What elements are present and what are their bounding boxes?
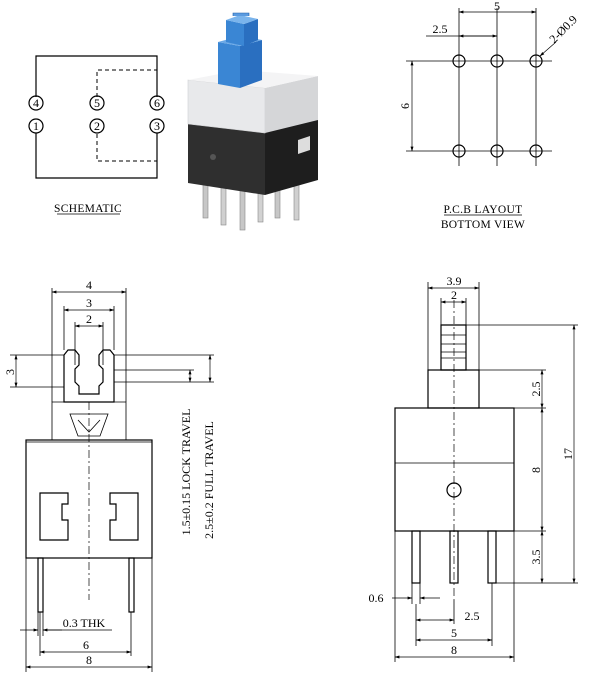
pin-4: 4 bbox=[28, 95, 44, 111]
pin-2: 2 bbox=[89, 118, 105, 134]
pcb-hole bbox=[529, 54, 543, 68]
pin-6: 6 bbox=[149, 95, 165, 111]
side-dim-total-h: 17 bbox=[561, 448, 575, 460]
pcb-dim-hole: 2-Ø0.9 bbox=[546, 12, 580, 46]
side-dim-pitch: 2.5 bbox=[465, 609, 480, 623]
svg-text:4: 4 bbox=[33, 96, 39, 110]
side-dim-cap: 3.9 bbox=[447, 274, 462, 288]
pcb-dim-span: 5 bbox=[494, 0, 500, 13]
side-view: 3.9 2 2.5 8 3.5 17 0.6 2.5 5 bbox=[369, 274, 578, 662]
side-dim-body-w: 8 bbox=[451, 643, 457, 657]
switch-render bbox=[187, 12, 318, 231]
pcb-hole bbox=[490, 54, 504, 68]
front-view: 4 3 2 3 1.5±0.15 LOCK TRAVEL 2.5±0.2 FUL… bbox=[3, 278, 216, 672]
pcb-hole bbox=[490, 144, 504, 158]
schematic: 4 5 6 1 2 3 SCHEMATIC bbox=[28, 55, 165, 215]
svg-text:5: 5 bbox=[94, 96, 100, 110]
side-dim-cap-h: 2.5 bbox=[529, 382, 543, 397]
svg-text:3: 3 bbox=[154, 119, 160, 133]
front-dim-body: 8 bbox=[86, 653, 92, 667]
side-dim-stem: 2 bbox=[451, 288, 457, 302]
render-cap bbox=[218, 12, 262, 88]
side-dim-span: 5 bbox=[451, 626, 457, 640]
pcb-caption-line1: P.C.B LAYOUT bbox=[444, 204, 523, 216]
svg-text:6: 6 bbox=[154, 96, 160, 110]
pcb-dim-row: 6 bbox=[398, 103, 412, 109]
front-dim-total: 4 bbox=[86, 278, 92, 292]
front-dim-height: 3 bbox=[3, 369, 17, 375]
pcb-layout: 5 2.5 6 2-Ø0.9 P.C.B LAYOUT BOTTOM VIEW bbox=[398, 0, 580, 231]
side-dim-pin-len: 3.5 bbox=[529, 550, 543, 565]
front-lock-travel: 1.5±0.15 LOCK TRAVEL bbox=[179, 409, 193, 536]
pcb-hole bbox=[452, 54, 466, 68]
front-dim-slot: 2 bbox=[86, 312, 92, 326]
pcb-caption-line2: BOTTOM VIEW bbox=[441, 219, 525, 231]
front-thk: 0.3 THK bbox=[63, 616, 106, 630]
pcb-hole bbox=[529, 144, 543, 158]
pcb-dim-pitch: 2.5 bbox=[433, 22, 448, 36]
pin-1: 1 bbox=[28, 118, 44, 134]
pcb-hole bbox=[452, 144, 466, 158]
front-full-travel: 2.5±0.2 FULL TRAVEL bbox=[202, 421, 216, 539]
front-dim-inner: 3 bbox=[86, 296, 92, 310]
side-dim-pin-w: 0.6 bbox=[369, 591, 384, 605]
render-housing-bottom bbox=[188, 123, 265, 195]
pin-3: 3 bbox=[149, 118, 165, 134]
render-housing-top bbox=[187, 79, 266, 134]
schematic-caption: SCHEMATIC bbox=[54, 203, 122, 215]
svg-text:2: 2 bbox=[94, 119, 100, 133]
pin-5: 5 bbox=[89, 95, 105, 111]
front-dim-pins: 6 bbox=[83, 638, 89, 652]
svg-text:1: 1 bbox=[33, 119, 39, 133]
side-dim-body-h: 8 bbox=[529, 467, 543, 473]
